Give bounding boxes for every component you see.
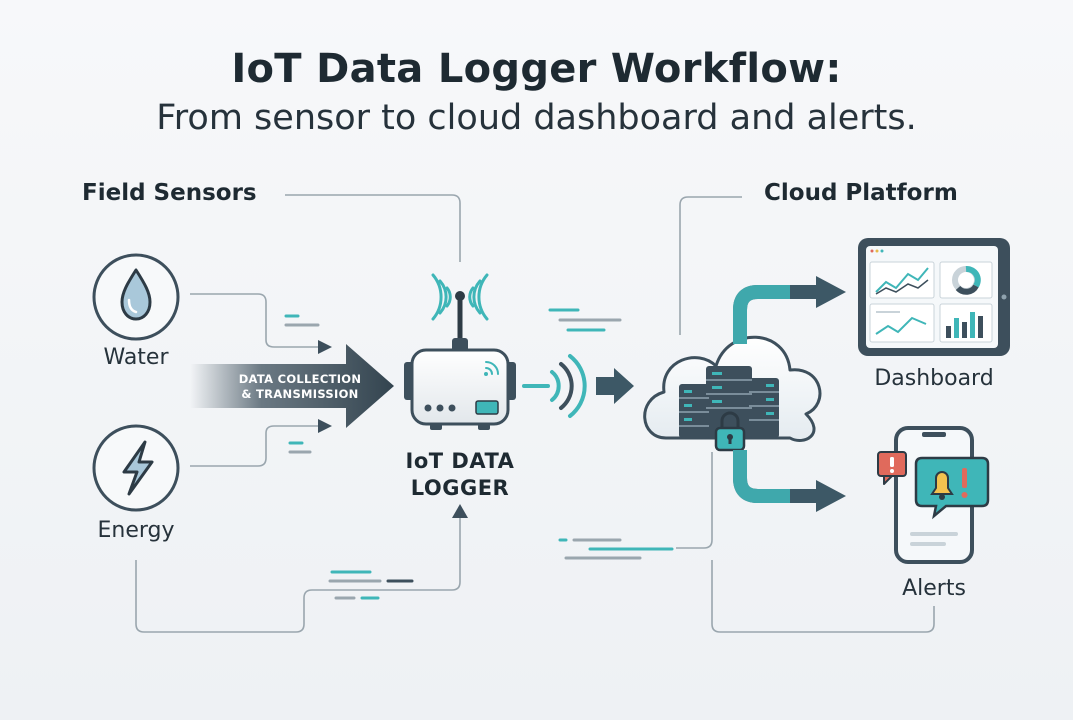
connector-water [190, 293, 318, 348]
logger-label: IoT DATA LOGGER [380, 448, 540, 502]
bell-icon [930, 471, 954, 500]
energy-sensor [92, 424, 180, 512]
exclamation-icon [961, 468, 968, 498]
sensor-label-water: Water [103, 345, 169, 370]
connector-top-left [285, 194, 461, 262]
connector-top-right [679, 196, 742, 335]
flow-arrow-line2: & TRANSMISSION [241, 387, 359, 401]
logger-label-line1: IoT DATA [405, 449, 515, 473]
transmission-waves-icon [522, 354, 587, 418]
arrowhead-energy [318, 419, 332, 433]
connector-bottom-right [711, 560, 935, 633]
lightning-bolt-icon [122, 440, 154, 496]
flow-arrow-line1: DATA COLLECTION [238, 372, 362, 386]
phone-alerts-icon [877, 426, 990, 564]
connector-arrowheads [318, 340, 468, 518]
output-label-alerts: Alerts [902, 576, 966, 601]
wifi-signal-icon [431, 273, 489, 321]
page-title: IoT Data Logger Workflow: [231, 46, 842, 92]
cloud-to-dashboard-arrow [733, 276, 846, 344]
data-collection-arrow [190, 344, 394, 428]
cloud-to-alerts-arrow [733, 450, 846, 512]
cloud-server-icon [643, 335, 822, 452]
alert-bubble-icon [914, 456, 990, 520]
small-alert-badge-icon [877, 451, 907, 485]
connector-energy [190, 425, 318, 467]
water-sensor [92, 253, 180, 341]
arrowhead-water [318, 340, 332, 354]
connector-bottom-loop [135, 518, 461, 633]
arrowhead-up-logger [452, 504, 468, 518]
transmission-arrow [596, 368, 634, 404]
sensor-label-energy: Energy [97, 518, 175, 543]
data-stream-dashes [284, 308, 674, 600]
router-icon [404, 273, 516, 430]
connector-cloud-return [676, 452, 713, 549]
section-field-sensors: Field Sensors [82, 180, 257, 206]
connector-lines [135, 194, 935, 633]
tablet-dashboard-icon [858, 238, 1010, 356]
logger-label-line2: LOGGER [410, 476, 510, 500]
flow-arrow-label: DATA COLLECTION & TRANSMISSION [220, 372, 380, 402]
server-rack-icon [679, 366, 779, 438]
output-label-dashboard: Dashboard [874, 366, 994, 391]
page-subtitle: From sensor to cloud dashboard and alert… [156, 98, 917, 138]
water-drop-icon [120, 268, 152, 321]
padlock-icon [714, 411, 746, 452]
section-cloud-platform: Cloud Platform [764, 180, 958, 206]
